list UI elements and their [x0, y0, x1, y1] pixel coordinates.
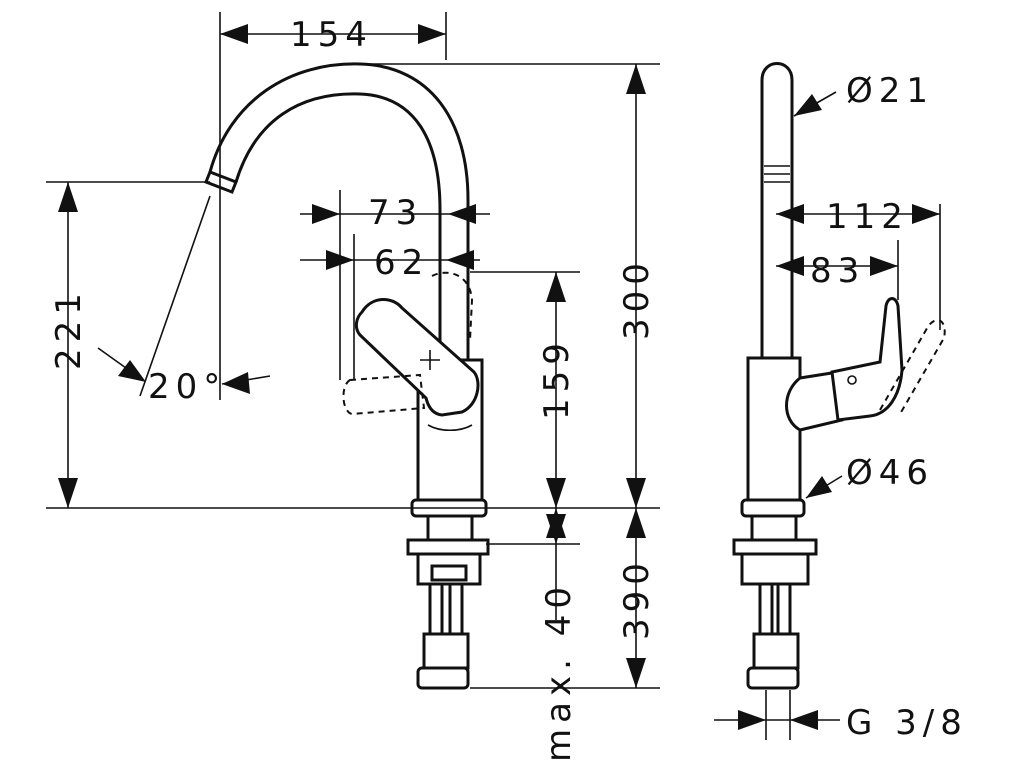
side-view [732, 62, 946, 690]
front-spout-inner [234, 92, 442, 360]
arrow-112-r [912, 204, 940, 224]
arrow-159-t [546, 272, 566, 302]
arrow-83-r [870, 256, 898, 276]
label-d21: Ø21 [846, 71, 934, 111]
label-max-40: max. 40 [539, 581, 579, 762]
arrow-390-t [626, 508, 646, 538]
arrow-20-r [222, 372, 250, 394]
arrow-221-t [58, 182, 78, 212]
front-spout-outer [208, 62, 470, 360]
front-hose-left [428, 582, 444, 636]
arrow-g-l [738, 710, 766, 730]
side-hose-end [746, 666, 800, 690]
label-159: 159 [537, 337, 577, 420]
front-body-ring [427, 424, 473, 432]
label-83: 83 [810, 251, 865, 291]
label-112: 112 [826, 197, 909, 237]
side-body [746, 356, 802, 502]
arrow-40-b [546, 514, 566, 544]
front-nut-window [430, 564, 468, 582]
arrow-390-b [626, 658, 646, 688]
front-hose-end [416, 666, 470, 690]
side-aerator [764, 165, 790, 183]
label-20: 20° [148, 367, 226, 407]
front-hose-right [448, 582, 464, 636]
arrow-62-l [326, 250, 354, 270]
front-lever [354, 298, 480, 417]
side-hose-right [776, 582, 792, 636]
label-g38: G 3/8 [846, 703, 968, 743]
angle-line [139, 195, 211, 397]
front-shank [426, 514, 474, 542]
label-390: 390 [617, 557, 657, 640]
arrow-46 [806, 476, 832, 498]
arrow-21 [794, 94, 822, 116]
front-hose-nut [422, 632, 470, 670]
arrow-154-l [220, 24, 248, 44]
arrow-83-l [776, 256, 804, 276]
arrow-300-b [626, 478, 646, 508]
arrow-73-l [312, 204, 340, 224]
side-cartridge [785, 370, 844, 432]
side-lever-screw [847, 375, 857, 385]
dimension-lines [46, 12, 941, 740]
side-hose-left [758, 582, 774, 636]
label-154: 154 [290, 15, 373, 55]
arrow-221-b [58, 478, 78, 508]
arrow-159-b [546, 478, 566, 508]
front-spout-tip [204, 170, 238, 194]
arrow-g-r [790, 710, 818, 730]
label-300: 300 [617, 257, 657, 340]
dimension-labels: 154 73 62 20° 221 159 300 390 max. 40 Ø2… [49, 15, 968, 762]
side-hose-nut [752, 632, 800, 670]
front-lever-ghost [342, 373, 426, 416]
arrow-112-l [776, 204, 804, 224]
arrow-154-r [418, 24, 446, 44]
arrow-73-r [448, 204, 476, 224]
label-d46: Ø46 [846, 453, 934, 493]
side-lever [830, 297, 904, 422]
arrow-300-t [626, 64, 646, 94]
side-nut-top [732, 538, 818, 556]
label-62: 62 [374, 243, 429, 283]
side-flange [740, 498, 806, 518]
side-shank [750, 514, 798, 542]
label-221: 221 [49, 287, 89, 370]
side-nut [740, 552, 810, 586]
front-nut-top [406, 538, 490, 556]
arrow-20-l [118, 360, 146, 382]
label-73: 73 [368, 193, 423, 233]
arrow-62-r [446, 250, 474, 270]
front-lever-ghost-2 [431, 271, 474, 341]
